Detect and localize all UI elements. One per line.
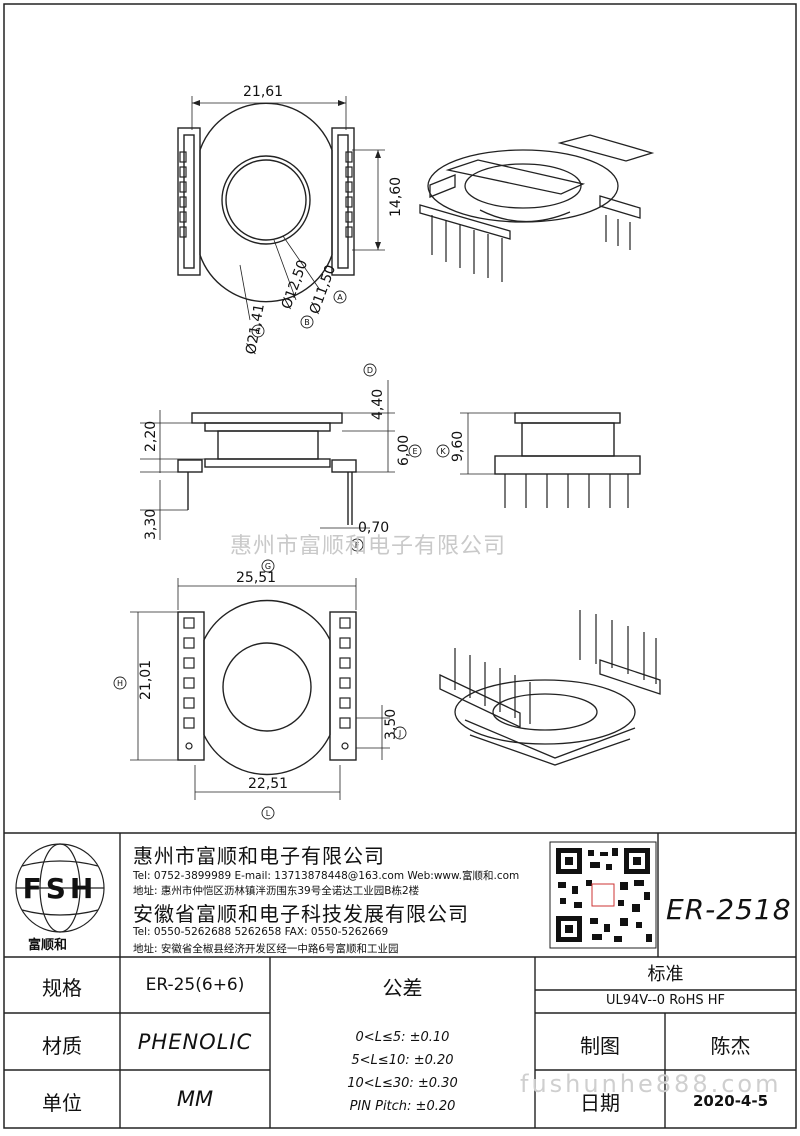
marker-l: L xyxy=(266,809,271,818)
standard-value: UL94V--0 RoHS HF xyxy=(605,993,726,1008)
spec-value: ER-25(6+6) xyxy=(145,975,245,995)
dim-side-top: 2,20 xyxy=(143,421,159,452)
marker-k: K xyxy=(440,447,446,456)
bottom-view xyxy=(130,578,390,800)
material-label: 材质 xyxy=(42,1034,82,1058)
dim-bottom-width: 25,51 xyxy=(236,570,276,586)
dim-bottom-pitch: 3,50 xyxy=(383,709,399,740)
company-name-2: 安徽省富顺和电子科技发展有限公司 xyxy=(133,902,469,926)
dim-bottom-base: 22,51 xyxy=(248,776,288,792)
marker-c: C xyxy=(255,327,261,336)
side-view xyxy=(140,380,395,540)
contact-2: Tel: 0550-5262688 5262658 FAX: 0550-5262… xyxy=(133,926,389,938)
top-view xyxy=(177,96,385,321)
dimension-labels: 21,61 14,60 Ø11,50 Ø12,50 Ø21,41 2,20 3,… xyxy=(138,84,466,792)
logo-name: 富顺和 xyxy=(28,938,68,953)
globe-logo xyxy=(15,843,105,933)
marker-a: A xyxy=(337,293,343,302)
marker-h: H xyxy=(117,679,123,688)
unit-value: MM xyxy=(176,1087,214,1111)
title-block-grid xyxy=(4,832,796,1128)
tolerance-row-4: PIN Pitch: ±0.20 xyxy=(349,1099,456,1114)
tolerance-label: 公差 xyxy=(382,976,423,1000)
watermark-url: fushunhe888.com xyxy=(520,1070,782,1098)
drawn-label: 制图 xyxy=(580,1034,620,1058)
dim-side-bottom: 3,30 xyxy=(143,509,159,540)
dim-side-d: 4,40 xyxy=(370,389,386,420)
address-1: 地址: 惠州市仲恺区沥林镇泮沥围东39号全诺达工业园B栋2楼 xyxy=(133,885,420,897)
dim-top-height: 14,60 xyxy=(388,177,404,217)
dim-side-f: 0,70 xyxy=(358,520,389,536)
side-view-2 xyxy=(460,412,641,508)
tolerance-row-3: 10<L≤30: ±0.30 xyxy=(347,1076,458,1091)
tolerance-row-1: 0<L≤5: ±0.10 xyxy=(355,1030,450,1045)
dim-side-k: 9,60 xyxy=(450,431,466,462)
spec-label: 规格 xyxy=(42,976,82,1000)
marker-g: G xyxy=(265,562,271,571)
standard-label: 标准 xyxy=(647,964,684,985)
date-value: 2020-4-5 xyxy=(692,1092,769,1110)
logo-letters: FSH xyxy=(23,872,98,905)
marker-letters: A B C D E F G H J K L xyxy=(117,293,446,818)
dim-bottom-height: 21,01 xyxy=(138,660,154,700)
iso-view-bottom xyxy=(439,610,661,766)
marker-b: B xyxy=(304,318,310,327)
unit-label: 单位 xyxy=(42,1091,82,1115)
iso-view-top xyxy=(419,134,655,282)
marker-e: E xyxy=(412,447,417,456)
contact-1: Tel: 0752-3899989 E-mail: 13713878448@16… xyxy=(133,870,520,882)
material-value: PHENOLIC xyxy=(137,1030,253,1054)
model-number: ER-2518 xyxy=(666,893,792,926)
circled-markers xyxy=(113,290,450,820)
outer-frame xyxy=(3,3,797,1129)
dim-top-width: 21,61 xyxy=(243,84,283,100)
watermark-company: 惠州市富顺和电子有限公司 xyxy=(230,534,507,559)
company-name-1: 惠州市富顺和电子有限公司 xyxy=(133,844,385,868)
address-2: 地址: 安徽省全椒县经济开发区经一中路6号富顺和工业园 xyxy=(133,943,399,955)
marker-d: D xyxy=(367,366,373,375)
dim-side-e: 6,00 xyxy=(396,435,412,466)
date-label: 日期 xyxy=(580,1091,620,1115)
marker-j: J xyxy=(398,729,401,738)
tolerance-row-2: 5<L≤10: ±0.20 xyxy=(351,1053,454,1068)
drawn-value: 陈杰 xyxy=(710,1034,751,1058)
qr-code xyxy=(549,841,657,949)
dim-dia-a: Ø11,50 xyxy=(307,263,340,316)
marker-f: F xyxy=(355,541,360,550)
